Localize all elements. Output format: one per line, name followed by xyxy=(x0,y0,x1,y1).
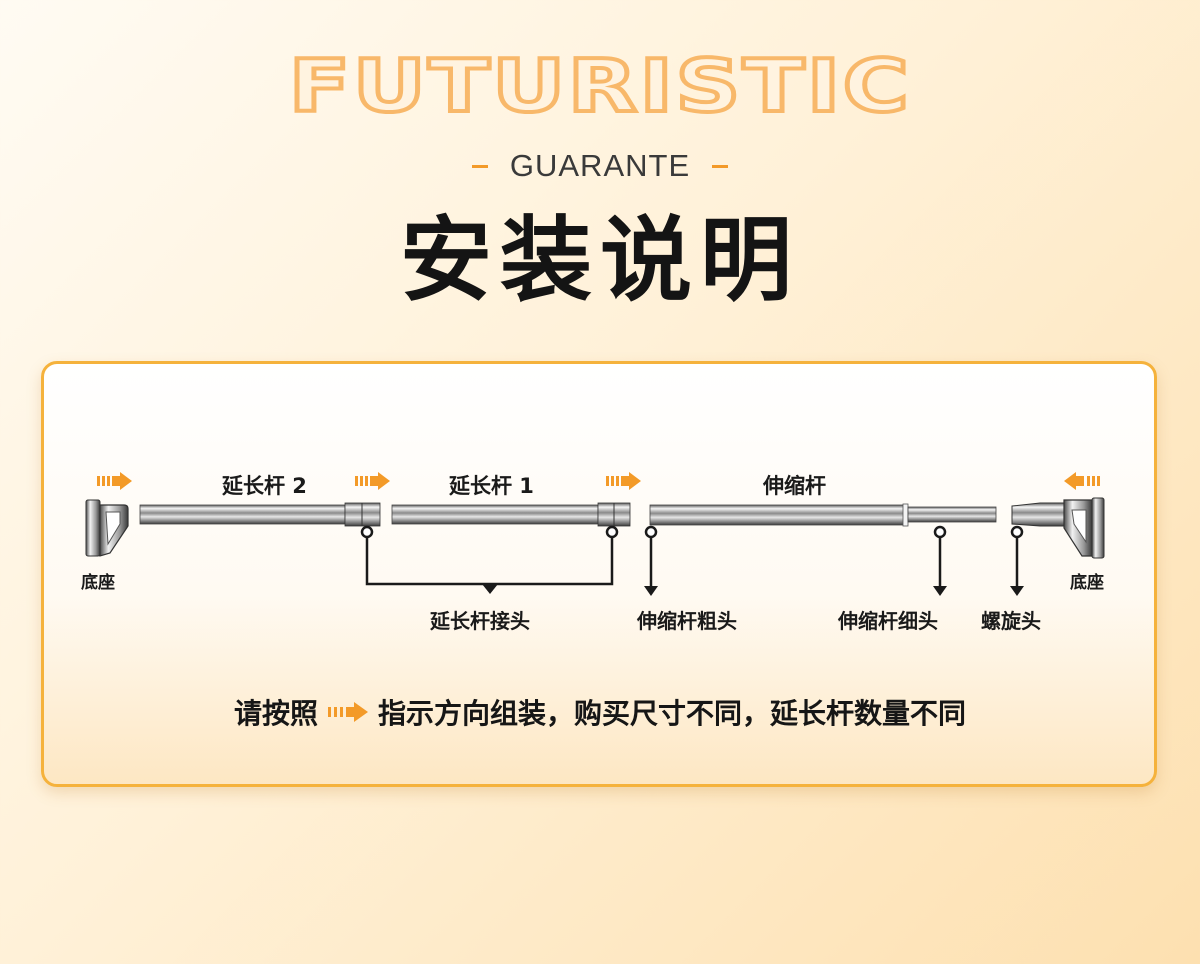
screw-head-label: 螺旋头 xyxy=(981,609,1041,633)
extension-joint-bracket xyxy=(360,525,619,586)
thin-end-arrowhead xyxy=(933,586,947,596)
subtitle-row: GUARANTE xyxy=(0,146,1200,186)
telescopic-rod-thick xyxy=(649,504,906,526)
subtitle-dash-left xyxy=(471,164,488,168)
subtitle-text: GUARANTE xyxy=(509,148,691,183)
screw-head-arrowhead xyxy=(1010,586,1024,596)
thick-end-pointer xyxy=(644,525,658,588)
screw-head-pointer xyxy=(1010,525,1024,588)
telescopic-rod-label: 伸缩杆 xyxy=(763,474,826,498)
subtitle-dash-right xyxy=(712,164,729,168)
instruction-text: 请按照 指示方向组装，购买尺寸不同，延长杆数量不同 xyxy=(0,690,1200,734)
brand-logo: FUTURISTIC xyxy=(286,42,912,130)
thick-end-label: 伸缩杆粗头 xyxy=(637,609,737,633)
left-base-icon xyxy=(85,499,129,557)
extension-joint-label: 延长杆接头 xyxy=(430,609,530,633)
extension-rod-1-label: 延长杆 1 xyxy=(449,474,534,498)
thick-end-arrowhead xyxy=(644,586,658,596)
right-base-label: 底座 xyxy=(1070,573,1104,593)
extension-rod-2 xyxy=(139,504,346,525)
extension-joint-pointer xyxy=(482,584,498,594)
page-title: 安装说明 xyxy=(399,207,800,314)
thin-end-pointer xyxy=(933,525,947,588)
left-base-label: 底座 xyxy=(81,573,115,593)
extension-rod-1 xyxy=(391,504,599,525)
arrow-right-icon-2 xyxy=(355,472,390,490)
extension-rod-2-label: 延长杆 2 xyxy=(222,474,307,498)
right-base-icon xyxy=(1011,497,1105,559)
installation-card xyxy=(41,361,1157,787)
instruction-suffix: 指示方向组装，购买尺寸不同，延长杆数量不同 xyxy=(378,697,967,730)
arrow-left-icon xyxy=(1064,472,1100,490)
arrow-right-icon-3 xyxy=(606,472,641,490)
telescopic-rod-thin xyxy=(907,506,997,523)
instruction-prefix: 请按照 xyxy=(233,697,318,730)
arrow-right-icon-1 xyxy=(97,472,132,490)
arrow-right-icon xyxy=(328,702,368,722)
thin-end-label: 伸缩杆细头 xyxy=(838,609,938,633)
